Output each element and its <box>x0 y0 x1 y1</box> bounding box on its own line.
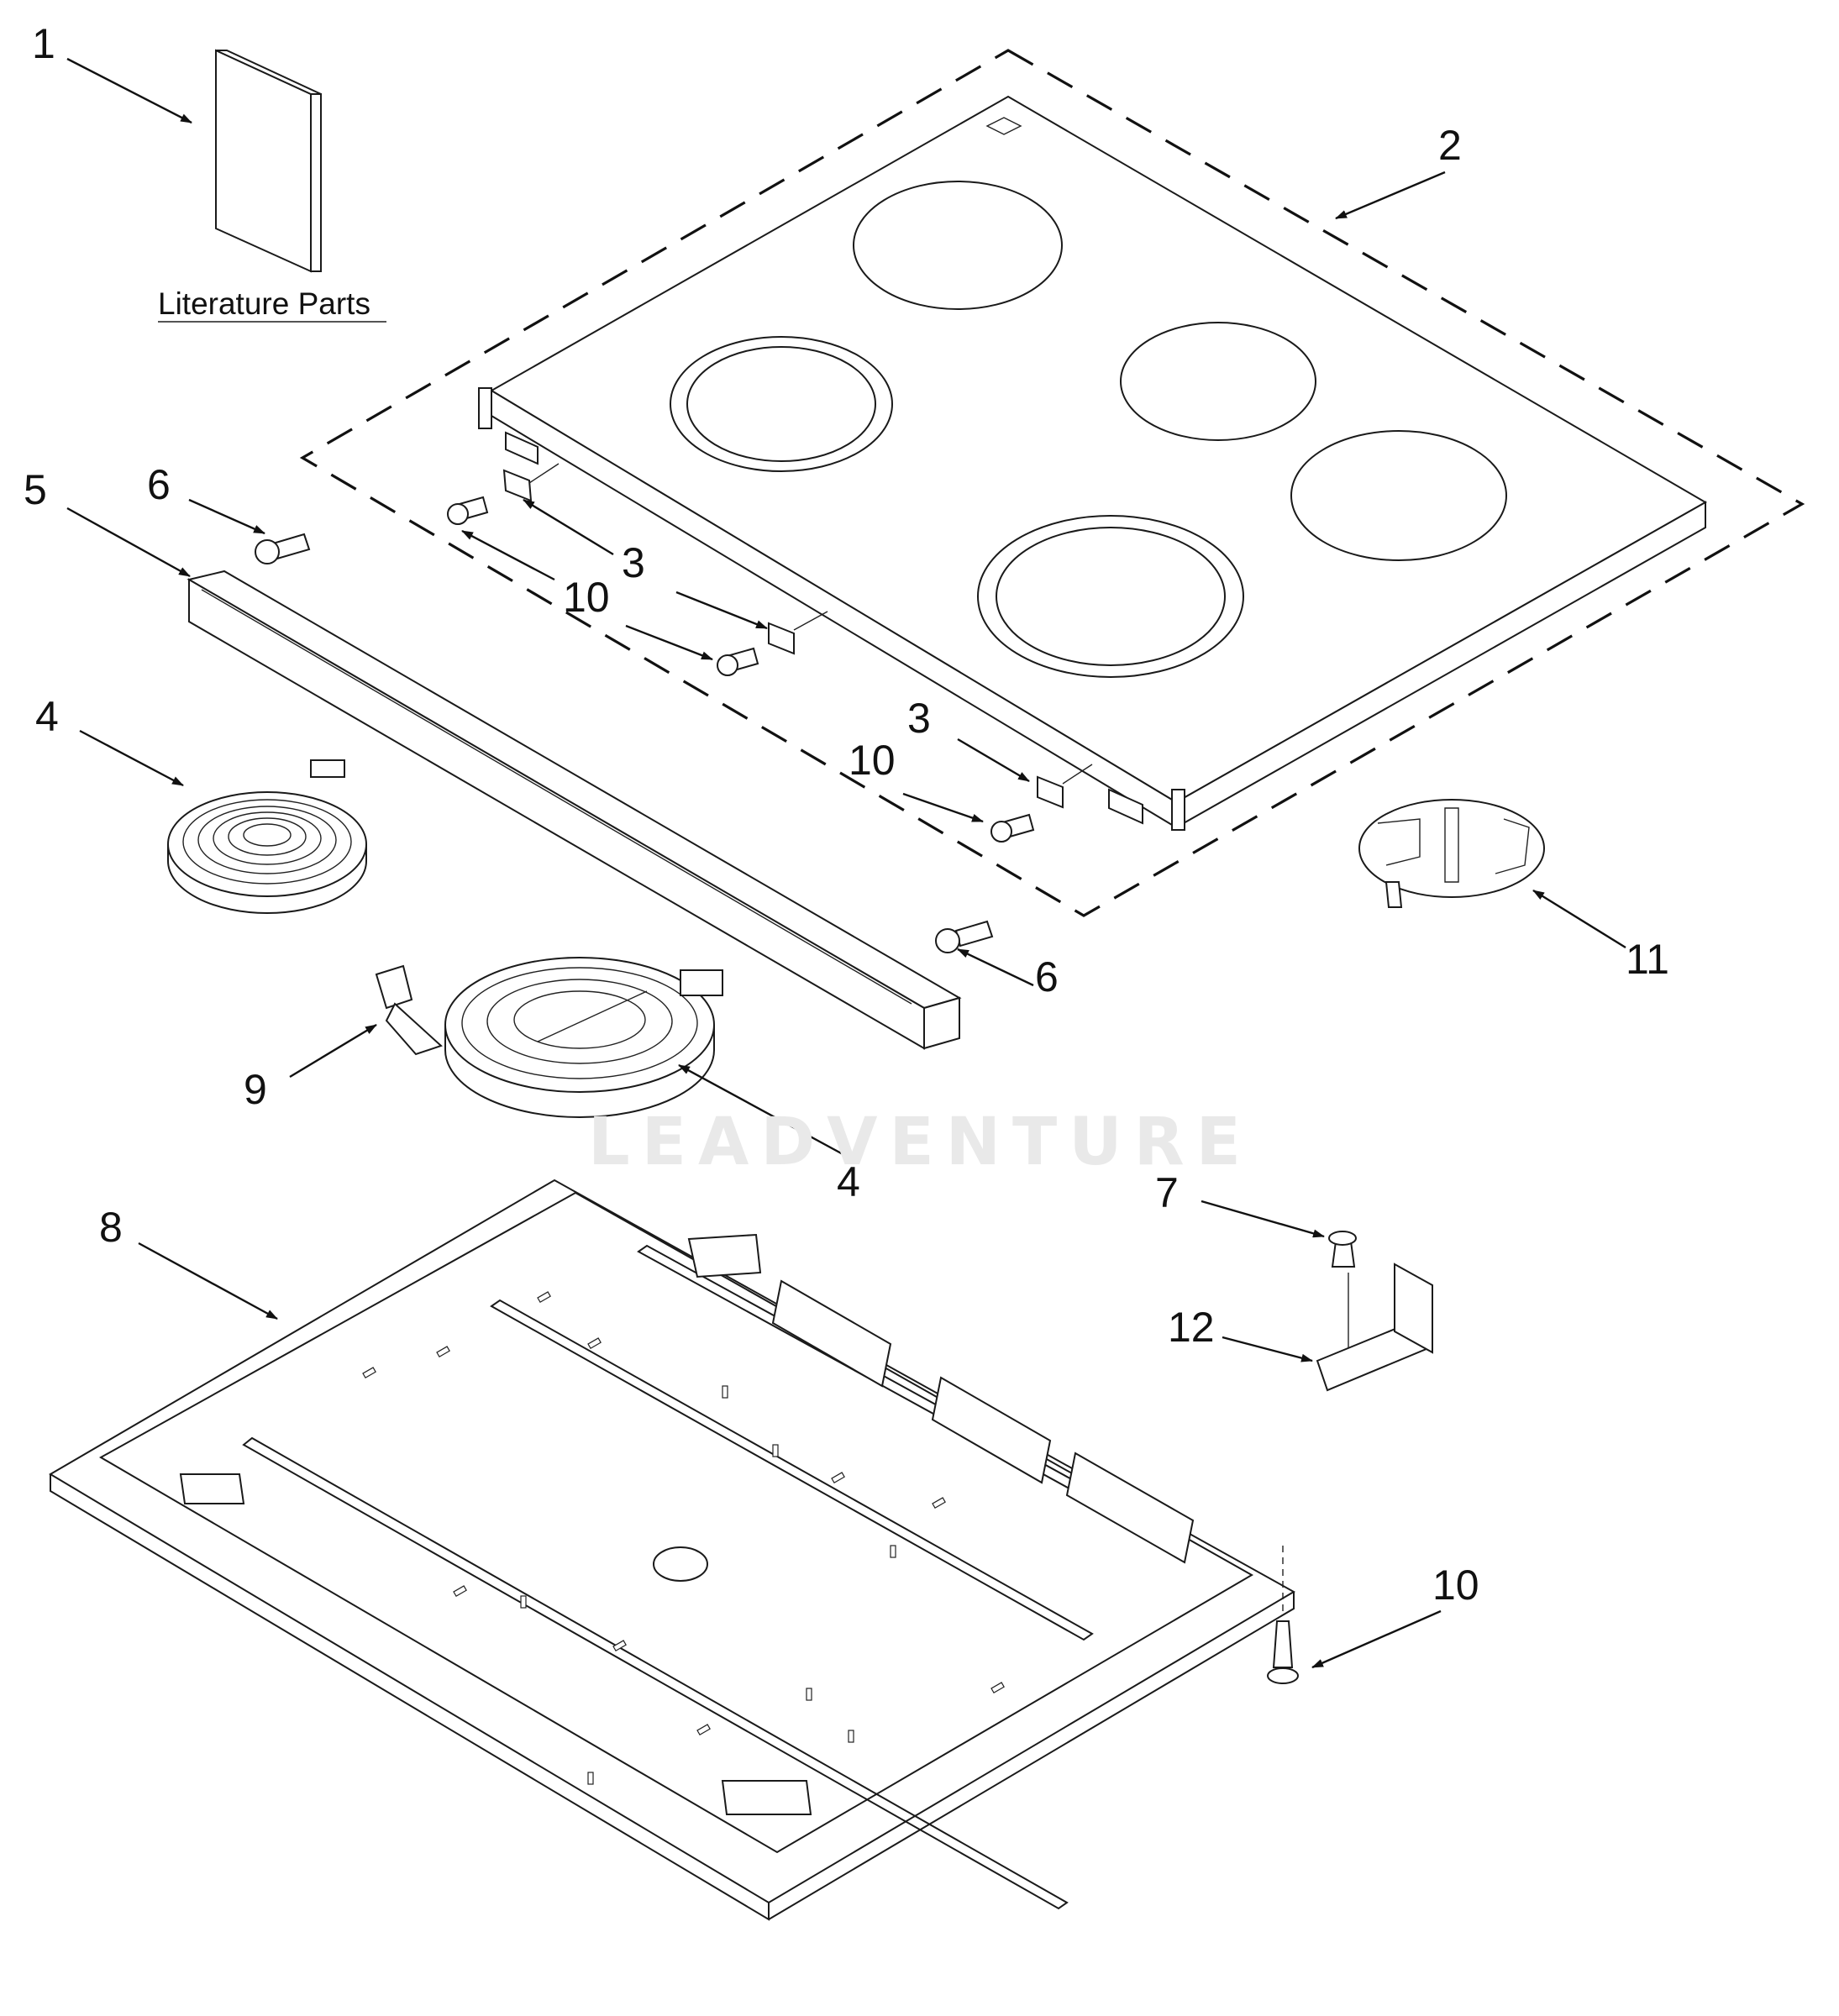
callout-12: 12 <box>1168 1304 1215 1351</box>
screw <box>255 533 311 564</box>
screw <box>935 920 994 953</box>
front-trim <box>187 570 962 1050</box>
callout-11: 11 <box>1626 936 1669 983</box>
callout-9: 9 <box>244 1066 267 1113</box>
callout-2: 2 <box>1438 122 1462 169</box>
leader-arrows <box>66 57 1626 1669</box>
literature-parts-caption: Literature Parts <box>158 286 370 321</box>
cap <box>1358 799 1545 908</box>
screw <box>1328 1231 1357 1268</box>
screw <box>990 813 1035 843</box>
callout-3: 3 <box>907 695 931 742</box>
screw <box>447 496 489 525</box>
callout-4: 4 <box>35 693 59 740</box>
screw <box>1267 1546 1299 1684</box>
surface-element-ribbon <box>444 957 723 1118</box>
anti-tip-bracket <box>1316 1263 1433 1392</box>
callout-6: 6 <box>1035 953 1059 1000</box>
callout-5: 5 <box>24 466 47 513</box>
burner-box-pan <box>49 1179 1296 1921</box>
callout-6: 6 <box>147 461 171 508</box>
caption-underline <box>158 321 386 323</box>
callout-8: 8 <box>99 1204 123 1251</box>
surface-element-coil <box>167 759 367 914</box>
callout-7: 7 <box>1155 1169 1179 1216</box>
cooktop-assembly <box>299 49 1805 917</box>
callout-4: 4 <box>837 1158 860 1205</box>
callout-10: 10 <box>1432 1562 1479 1609</box>
mounting-bracket <box>768 611 828 655</box>
screw <box>717 647 759 676</box>
callout-1: 1 <box>32 20 55 67</box>
mounting-bracket <box>1037 764 1143 825</box>
callout-10: 10 <box>849 737 896 784</box>
callout-3: 3 <box>622 539 645 586</box>
watermark-text: LEADVENTURE <box>588 1105 1253 1180</box>
limiter-clip <box>375 964 443 1056</box>
callout-10: 10 <box>563 574 610 621</box>
literature-booklet <box>215 49 322 273</box>
